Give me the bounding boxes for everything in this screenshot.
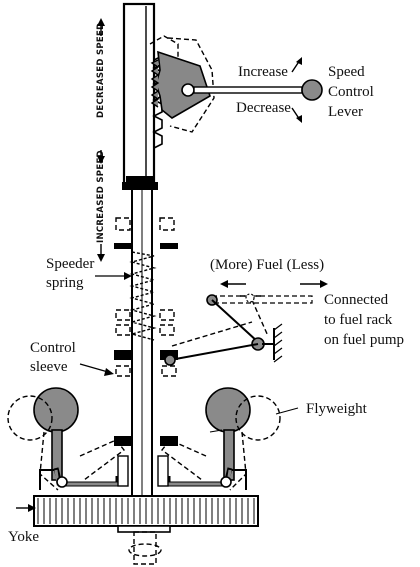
control-label: Control <box>328 84 374 100</box>
connected-label: Connected <box>324 292 389 308</box>
lever-label: Lever <box>328 104 363 120</box>
gear-sector <box>150 37 323 133</box>
right-flyweight <box>157 387 281 491</box>
left-flyweight <box>7 387 129 491</box>
to-fuel-rack-label: to fuel rack <box>324 312 393 328</box>
yoke-arrow <box>16 504 36 512</box>
control-sleeve-label-1: Control <box>30 340 76 356</box>
spring-label: spring <box>46 275 84 291</box>
decreased-speed-arrow <box>97 18 105 36</box>
rack-shaft <box>122 2 179 505</box>
decrease-label: Decrease <box>236 100 291 116</box>
yoke-label: Yoke <box>8 529 39 545</box>
decreased-speed-label: DECREASED SPEED <box>96 23 106 119</box>
lever-knob <box>301 79 323 101</box>
increase-label: Increase <box>238 64 288 80</box>
flyweight-label: Flyweight <box>306 401 368 417</box>
control-sleeve-label-2: sleeve <box>30 359 68 375</box>
fuel-direction-label: (More) Fuel (Less) <box>210 257 324 273</box>
yoke-gear <box>33 495 259 565</box>
speeder-label: Speeder <box>46 256 94 272</box>
speeder-spring <box>129 251 157 341</box>
leader-lines <box>79 272 299 433</box>
speed-label: Speed <box>328 64 365 80</box>
lever-arrows <box>291 57 302 123</box>
increased-speed-label: INCREASED SPEED <box>96 150 106 243</box>
on-fuel-pump-label: on fuel pump <box>324 332 404 348</box>
fuel-linkage <box>164 293 313 366</box>
fuel-arrows <box>220 280 328 288</box>
spring-collars <box>114 217 178 336</box>
increased-speed-arrow <box>97 150 105 262</box>
